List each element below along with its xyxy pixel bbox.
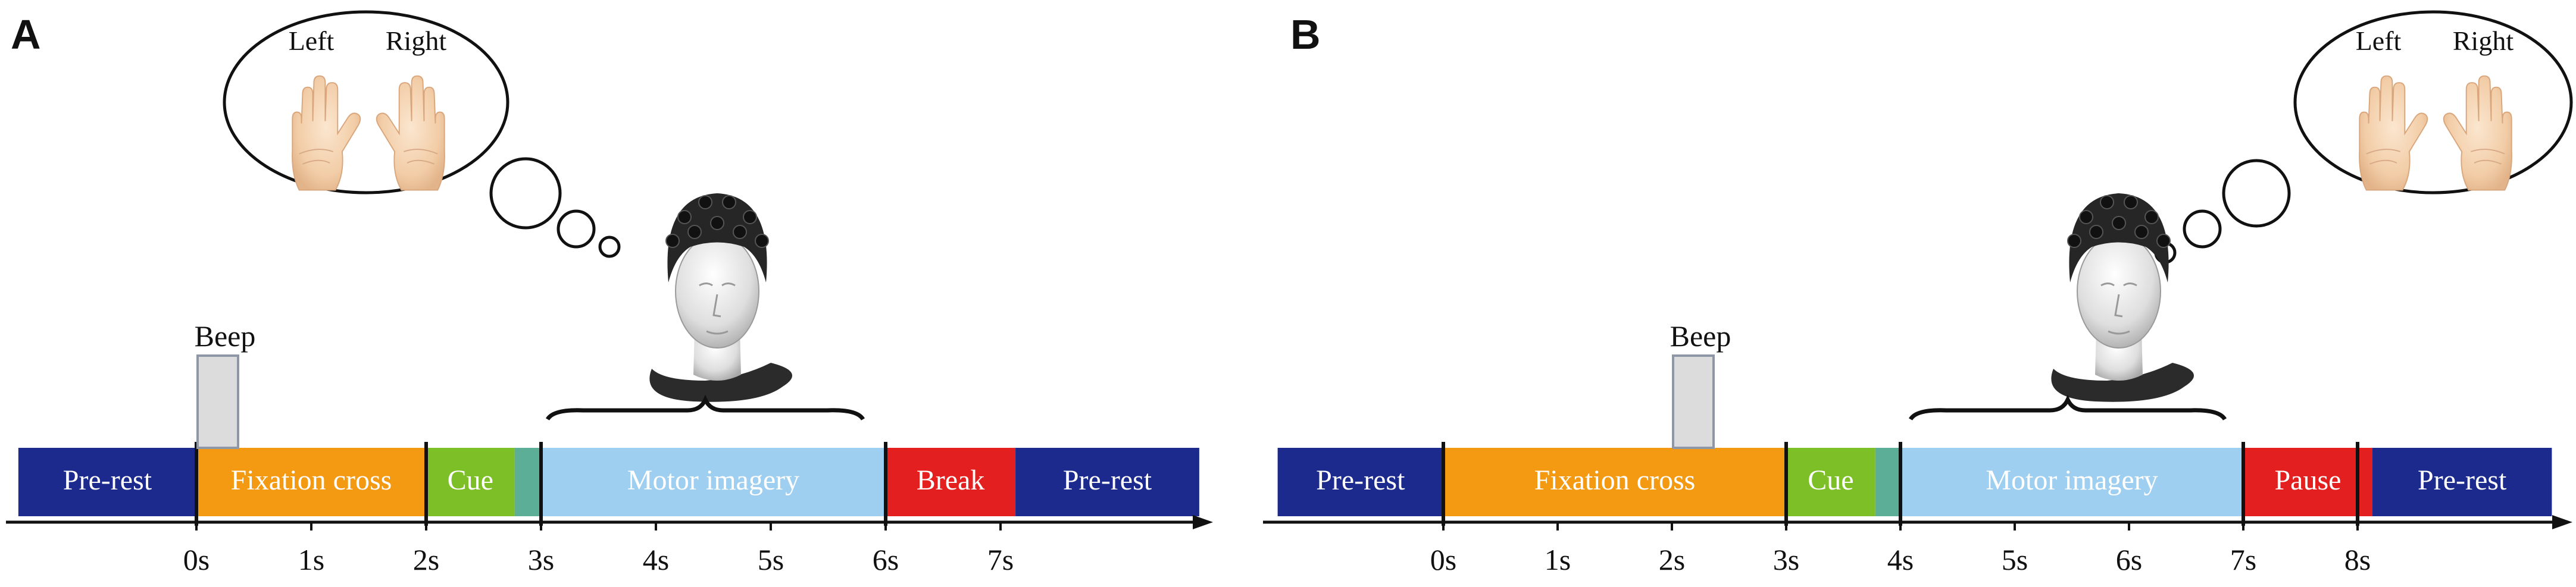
segment-label: Pre-rest — [63, 464, 152, 496]
face-features — [2100, 282, 2137, 335]
thought-bubble-dot — [598, 236, 621, 258]
eeg-electrode — [2144, 210, 2159, 224]
segment-label: Pause — [2274, 464, 2341, 496]
segment-cue — [1786, 448, 1875, 516]
right-hand-label: Right — [386, 26, 446, 56]
segment-fixation-cross — [1443, 448, 1786, 516]
eeg-cable — [649, 363, 792, 402]
eeg-cable — [2051, 363, 2194, 402]
segment-motor-imagery — [1900, 448, 2243, 516]
eeg-electrode — [2089, 225, 2103, 239]
time-axis-arrow — [2552, 515, 2572, 529]
panel-a: A Pre-rest Fixation cross Cue Motor imagery B… — [6, 10, 1213, 576]
segment-motor-imagery — [541, 448, 886, 516]
panel-letter: A — [11, 11, 41, 58]
eeg-cap-head-icon — [649, 193, 792, 402]
eeg-electrode — [665, 234, 680, 248]
segment-cue — [426, 448, 515, 516]
left-hand-label: Left — [2356, 26, 2402, 56]
eeg-cap — [2069, 193, 2169, 282]
axis-tick-label: 6s — [2116, 543, 2142, 576]
axis-tick-label: 3s — [528, 543, 554, 576]
axis-tick-label: 1s — [1545, 543, 1571, 576]
axis-tick-label: 2s — [413, 543, 439, 576]
beep-marker — [1672, 354, 1715, 449]
eeg-electrode — [2156, 234, 2171, 248]
eeg-electrode — [722, 195, 736, 209]
eeg-electrode — [677, 210, 692, 224]
segment-pre-rest — [2372, 448, 2552, 516]
segment-pre-rest — [18, 448, 196, 516]
eeg-electrode — [687, 225, 702, 239]
face-features — [699, 282, 736, 335]
face — [675, 234, 759, 349]
thought-bubble-dot — [2183, 209, 2222, 249]
eeg-electrode — [2079, 210, 2093, 224]
segment-transition — [1875, 448, 1900, 516]
segment-pre-rest — [1015, 448, 1199, 516]
segment-fixation-cross — [196, 448, 426, 516]
axis-tick-label: 7s — [2230, 543, 2256, 576]
eeg-electrode — [2112, 216, 2126, 230]
beep-marker — [196, 354, 239, 449]
segment-label: Pre-rest — [1316, 464, 1405, 496]
axis-tick-label: 5s — [2002, 543, 2028, 576]
axis-tick-label: 3s — [1773, 543, 1799, 576]
segment-pause — [2243, 448, 2372, 516]
segment-transition — [514, 448, 541, 516]
segment-label: Pre-rest — [2418, 464, 2507, 496]
axis-tick-label: 8s — [2344, 543, 2371, 576]
thought-bubble — [2293, 10, 2573, 194]
axis-tick-label: 7s — [987, 543, 1014, 576]
eeg-electrode — [743, 210, 757, 224]
segment-label: Fixation cross — [1534, 464, 1696, 496]
axis-tick-label: 4s — [1887, 543, 1914, 576]
eeg-electrode — [755, 234, 769, 248]
eeg-electrode — [2124, 195, 2138, 209]
eeg-electrode — [2100, 195, 2114, 209]
panel-letter: B — [1290, 11, 1321, 58]
segment-break — [886, 448, 1016, 516]
left-hand-label: Left — [289, 26, 334, 56]
beep-label: Beep — [195, 319, 256, 353]
axis-tick-label: 6s — [873, 543, 899, 576]
motor-imagery-brace — [1908, 394, 2227, 421]
eeg-cap-head-icon — [2051, 193, 2194, 402]
right-hand-label: Right — [2453, 26, 2514, 56]
motor-imagery-brace — [545, 394, 865, 421]
segment-label: Cue — [448, 464, 493, 496]
thought-bubble-dot — [2222, 159, 2291, 228]
thought-bubble-dot — [557, 209, 596, 249]
beep-label: Beep — [1670, 319, 1731, 353]
axis-tick-label: 4s — [643, 543, 669, 576]
eeg-electrode — [733, 225, 747, 239]
face — [2077, 234, 2161, 349]
segment-label: Cue — [1808, 464, 1853, 496]
eeg-electrode — [698, 195, 712, 209]
eeg-electrode — [2067, 234, 2081, 248]
axis-tick-label: 5s — [758, 543, 784, 576]
eeg-electrode — [710, 216, 724, 230]
segment-label: Fixation cross — [231, 464, 392, 496]
thought-bubble-dot — [489, 157, 562, 230]
segment-label: Motor imagery — [627, 464, 799, 496]
segment-label: Pre-rest — [1063, 464, 1152, 496]
axis-tick-label: 1s — [298, 543, 324, 576]
eeg-electrode — [2134, 225, 2149, 239]
segment-label: Motor imagery — [1986, 464, 2158, 496]
eeg-cap — [667, 193, 767, 282]
segment-label: Break — [917, 464, 985, 496]
segment-pre-rest — [1277, 448, 1443, 516]
axis-tick-label: 0s — [1430, 543, 1456, 576]
axis-tick-label: 0s — [183, 543, 210, 576]
panel-b: B Pre-rest Fixation cross Cue Motor imagery P… — [1263, 10, 2573, 576]
axis-tick-label: 2s — [1659, 543, 1685, 576]
thought-bubble — [223, 10, 509, 194]
time-axis-arrow — [1193, 515, 1213, 529]
